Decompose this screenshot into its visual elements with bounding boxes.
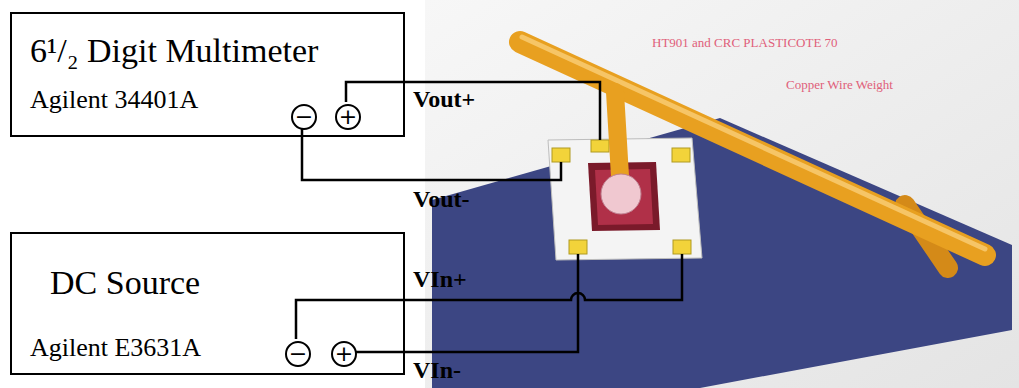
- contact-pad: [552, 148, 570, 162]
- terminal-sign: −: [295, 106, 313, 128]
- instrument-name: DC Source: [50, 264, 200, 301]
- wire: [355, 254, 578, 352]
- contact-pad: [591, 140, 609, 152]
- signal-name: Vout+: [413, 86, 475, 112]
- model-number: Agilent 34401A: [30, 86, 198, 115]
- instrument-box: 6¹/₂ Digit MultimeterAgilent 34401A − +: [10, 12, 405, 137]
- contact-pad: [672, 148, 690, 162]
- pillar: [615, 92, 620, 176]
- contact-pad: [673, 240, 691, 254]
- contact-pad: [569, 240, 587, 254]
- sensor-membrane: [595, 169, 653, 225]
- terminal-circle: −: [291, 104, 317, 130]
- terminal-sign: −: [289, 343, 307, 365]
- wire: [296, 254, 682, 339]
- wire: [346, 82, 600, 140]
- part-callout: HT901 and CRC PLASTICOTE 70: [652, 36, 838, 50]
- rod-highlight: [522, 37, 985, 249]
- terminal-sign: +: [335, 343, 353, 365]
- part-callout: Copper Wire Weight: [786, 78, 893, 92]
- terminal-circle: +: [335, 104, 361, 130]
- wires: [296, 82, 682, 352]
- dome: [601, 174, 641, 214]
- terminal-sign: +: [339, 106, 357, 128]
- model-number: Agilent E3631A: [30, 334, 201, 363]
- instrument-box: DC SourceAgilent E3631A − +: [10, 232, 405, 375]
- signal-name: VIn-: [413, 357, 461, 383]
- terminal-circle: −: [285, 341, 311, 367]
- terminal-circle: +: [331, 341, 357, 367]
- signal-name: Vout-: [413, 186, 469, 212]
- render-background: [425, 0, 1019, 388]
- signal-name: VIn+: [413, 266, 467, 292]
- copper-wire-weight: [520, 42, 985, 255]
- instrument-name: 6¹/₂ Digit Multimeter: [30, 32, 318, 69]
- base-plate: [432, 118, 1012, 388]
